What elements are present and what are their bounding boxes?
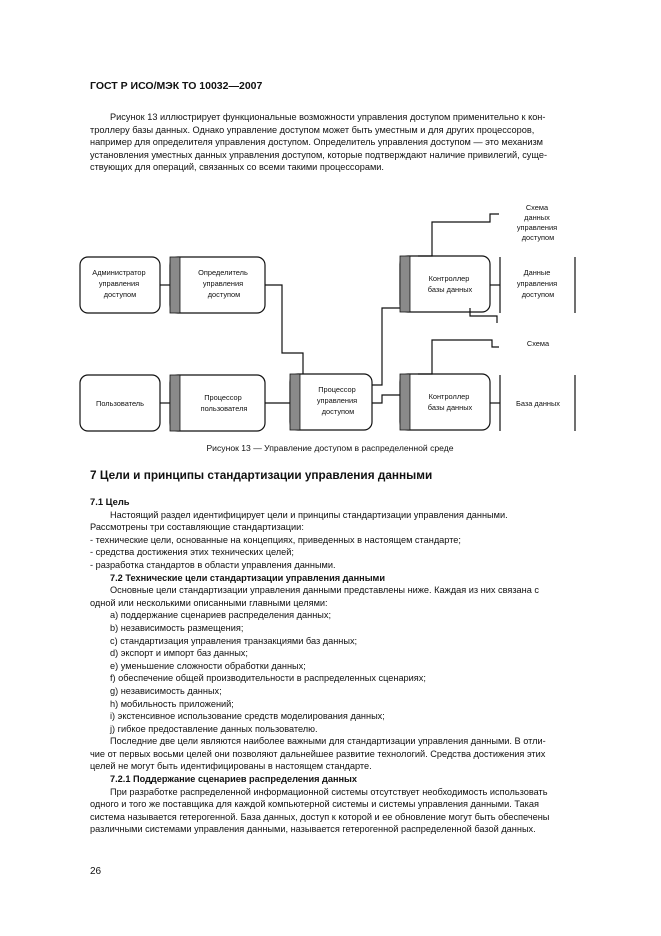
s721-line: При разработке распределенной информацио… [110,786,548,797]
goal-item: h) мобильность приложений; [110,698,234,709]
determiner-stripe [169,256,181,314]
connector-controller-top-tail [469,308,498,323]
after-goals-line: целей не могут быть идентифицированы в н… [90,761,372,772]
intro-line: например для определителя управления дос… [90,137,543,148]
s71-line: Настоящий раздел идентифицирует цели и п… [110,509,508,520]
user-processor-stripe [169,374,181,432]
user-box [79,374,161,432]
access-processor-label: Процессор управления доступом [317,385,359,416]
user-processor-label: Процессор пользователя [201,393,248,413]
section-7-title: 7 Цели и принципы стандартизации управле… [90,468,433,482]
s721-line: система называется гетерогенной. База да… [90,811,550,822]
s71-line: Рассмотрены три составляющие стандартиза… [90,522,304,533]
intro-line: ствующих для операций, связанных со всем… [90,162,384,173]
s721-line: одного и того же поставщика для каждой к… [90,799,539,810]
connector-access-controller-top [372,307,400,386]
user-processor-box [169,374,266,432]
schema-bottom-label: Схема [527,339,550,348]
s72-line: Основные цели стандартизации управления … [110,585,539,596]
goal-item: i) экстенсивное использование средств мо… [110,711,385,722]
goal-item: f) обеспечение общей производительности … [110,673,426,684]
intro-line: троллеру базы данных. Однако управление … [90,124,535,135]
page-number: 26 [90,866,102,877]
goal-item: g) независимость данных; [110,685,222,696]
data-top-label: Данные управления доступом [517,268,559,299]
section-7-body: 7.1 Цель Настоящий раздел идентифицирует… [90,496,601,836]
controller-top-box [399,255,491,313]
goal-item: d) экспорт и импорт баз данных; [110,648,248,659]
s71-line: - технические цели, основанные на концеп… [90,534,461,545]
admin-box [79,256,161,314]
section-7-1-title: 7.1 Цель [90,496,130,507]
controller-bottom-box [399,373,491,431]
controller-bottom-stripe [399,373,411,431]
intro-line: установления уместных данных управления … [90,149,548,160]
section-7-2-1-title: 7.2.1 Поддержание сценариев распределени… [110,774,358,785]
connector-determiner-access [265,284,304,374]
after-goals-line: чие от первых восьми целей они позволяют… [90,748,546,759]
database-label: База данных [516,399,560,408]
access-processor-stripe [289,373,301,431]
connector-controller-schema-top [418,213,499,257]
schema-top-label: Схема данных управления доступом [517,203,559,242]
goal-item: a) поддержание сценариев распределения д… [110,610,332,621]
intro-line: Рисунок 13 иллюстрирует функциональные в… [110,112,546,122]
document-code: ГОСТ Р ИСО/МЭК ТО 10032—2007 [90,80,263,92]
admin-label: Администратор управления доступом [92,268,147,299]
goal-item: j) гибкое предоставление данных пользова… [110,723,318,734]
connector-controller-schema-bottom [418,339,499,375]
s72-line: одной или несколькими описанными главным… [90,597,328,608]
intro-paragraph: Рисунок 13 иллюстрирует функциональные в… [90,111,601,174]
goal-item: e) уменьшение сложности обработки данных… [110,660,306,671]
connector-access-controller-bottom [372,394,400,404]
goal-item: c) стандартизация управления транзакциям… [110,635,358,646]
controller-bottom-label: Контроллер базы данных [428,392,473,412]
section-7-2-title: 7.2 Технические цели стандартизации упра… [110,572,385,583]
goal-item: b) независимость размещения; [110,622,244,633]
controller-top-label: Контроллер базы данных [428,274,473,294]
controller-top-stripe [399,255,411,313]
user-label: Пользователь [96,399,144,408]
figure-caption: Рисунок 13 — Управление доступом в распр… [206,443,454,453]
s721-line: различными системами управления данными,… [90,824,536,835]
determiner-label: Определитель управления доступом [198,268,250,299]
after-goals-line: Последние две цели являются наиболее важ… [110,736,546,747]
s71-line: - разработка стандартов в области управл… [90,559,336,570]
s71-line: - средства достижения этих технических ц… [90,547,294,558]
